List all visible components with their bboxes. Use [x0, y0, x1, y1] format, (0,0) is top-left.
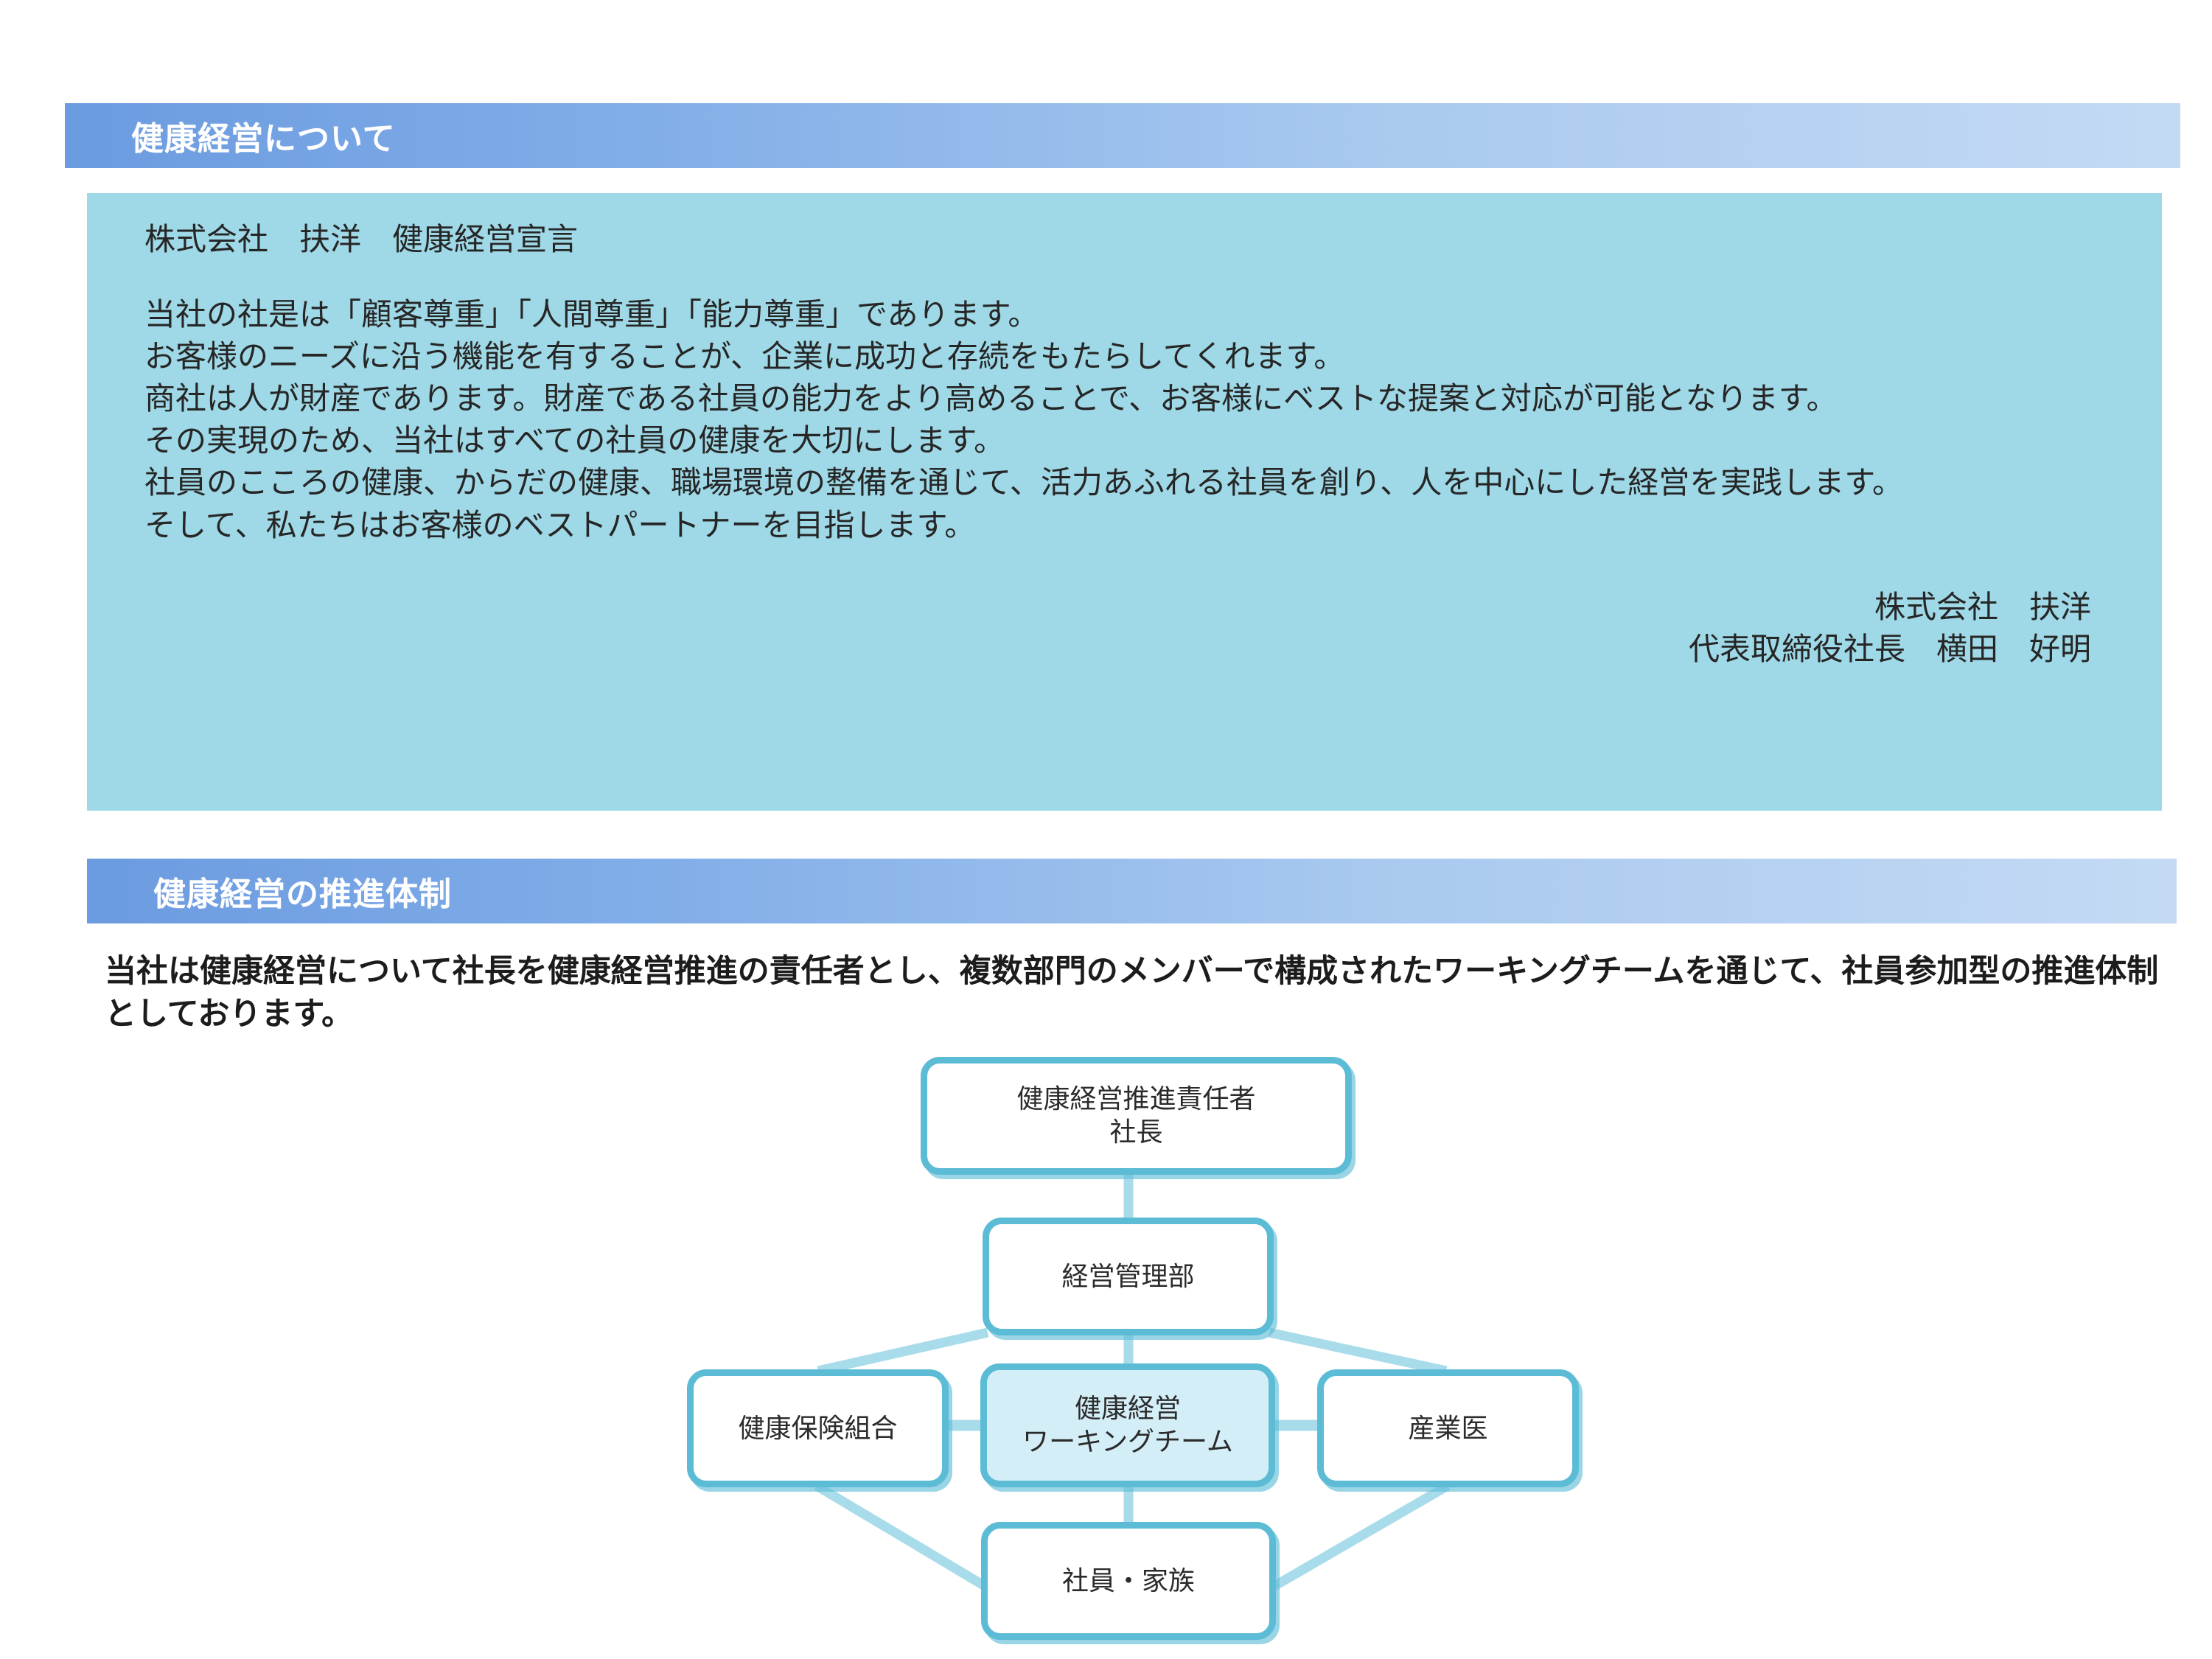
- org-node-label: 産業医: [1408, 1412, 1488, 1443]
- connector-mgmt-kenpo: [817, 1327, 989, 1376]
- org-node-label: 健康保険組合: [738, 1412, 898, 1443]
- org-node-health-insurance-association[interactable]: 健康保険組合: [687, 1369, 949, 1487]
- org-node-label: 健康経営 ワーキングチーム: [1022, 1392, 1233, 1458]
- org-node-label: 健康経営推進責任者 社長: [1016, 1083, 1255, 1148]
- org-node-employees-family[interactable]: 社員・家族: [981, 1522, 1276, 1640]
- declaration-line: 社員のこころの健康、からだの健康、職場環境の整備を通じて、活力あふれる社員を創り…: [144, 465, 1904, 500]
- signature-company: 株式会社 扶洋: [1874, 589, 2091, 624]
- declaration-spacer: [144, 255, 2119, 293]
- connector-kenpo-family: [814, 1481, 988, 1590]
- declaration-line: 当社の社是は「顧客尊重」「人間尊重」「能力尊重」であります。: [144, 297, 1039, 332]
- declaration-line: お客様のニーズに沿う機能を有することが、企業に成功と存続をもたらしてくれます。: [144, 339, 1345, 374]
- signature-representative: 代表取締役社長 横田 好明: [1688, 631, 2091, 666]
- org-node-occupational-physician[interactable]: 産業医: [1317, 1369, 1579, 1487]
- org-chart-connectors: [814, 1175, 1451, 1590]
- health-management-declaration-box: 株式会社 扶洋 健康経営宣言 当社の社是は「顧客尊重」「人間尊重」「能力尊重」で…: [87, 193, 2162, 811]
- promotion-intro-text: 当社は健康経営について社長を健康経営推進の責任者とし、複数部門のメンバーで構成さ…: [105, 954, 2159, 1032]
- org-node-label-line: 社長: [1109, 1117, 1163, 1147]
- declaration-line: その実現のため、当社はすべての社員の健康を大切にします。: [144, 423, 1005, 458]
- section-banner-promotion: 健康経営の推進体制: [87, 859, 2177, 923]
- org-node-label-line: 健康経営: [1074, 1393, 1181, 1424]
- section-title-about: 健康経営について: [131, 121, 396, 157]
- declaration-signature: 株式会社 扶洋 代表取締役社長 横田 好明: [144, 586, 2119, 670]
- declaration-line: そして、私たちはお客様のベストパートナーを目指します。: [144, 507, 976, 542]
- org-node-health-management-leader[interactable]: 健康経営推進責任者 社長: [921, 1057, 1352, 1175]
- org-node-working-team[interactable]: 健康経営 ワーキングチーム: [980, 1363, 1275, 1487]
- org-node-label: 社員・家族: [1061, 1565, 1195, 1596]
- declaration-body: 当社の社是は「顧客尊重」「人間尊重」「能力尊重」であります。 お客様のニーズに沿…: [144, 293, 2119, 546]
- declaration-heading: 株式会社 扶洋 健康経営宣言: [144, 222, 579, 256]
- connector-doctor-family: [1271, 1481, 1451, 1590]
- org-node-label-line: 健康経営推進責任者: [1016, 1083, 1256, 1114]
- promotion-intro: 当社は健康経営について社長を健康経営推進の責任者とし、複数部門のメンバーで構成さ…: [105, 951, 2176, 1035]
- promotion-org-chart: 健康経営推進責任者 社長 経営管理部 健康保険組合 健康経営 ワーキングチーム …: [0, 1047, 2212, 1640]
- connector-mgmt-doctor: [1268, 1327, 1448, 1376]
- section-title-promotion: 健康経営の推進体制: [153, 876, 452, 912]
- org-node-management-division[interactable]: 経営管理部: [983, 1218, 1274, 1335]
- org-node-label-line: ワーキングチーム: [1022, 1426, 1233, 1456]
- org-node-label: 経営管理部: [1061, 1260, 1195, 1291]
- declaration-line: 商社は人が財産であります。財産である社員の能力をより高めることで、お客様にベスト…: [144, 381, 1838, 416]
- section-banner-about: 健康経営について: [65, 103, 2180, 168]
